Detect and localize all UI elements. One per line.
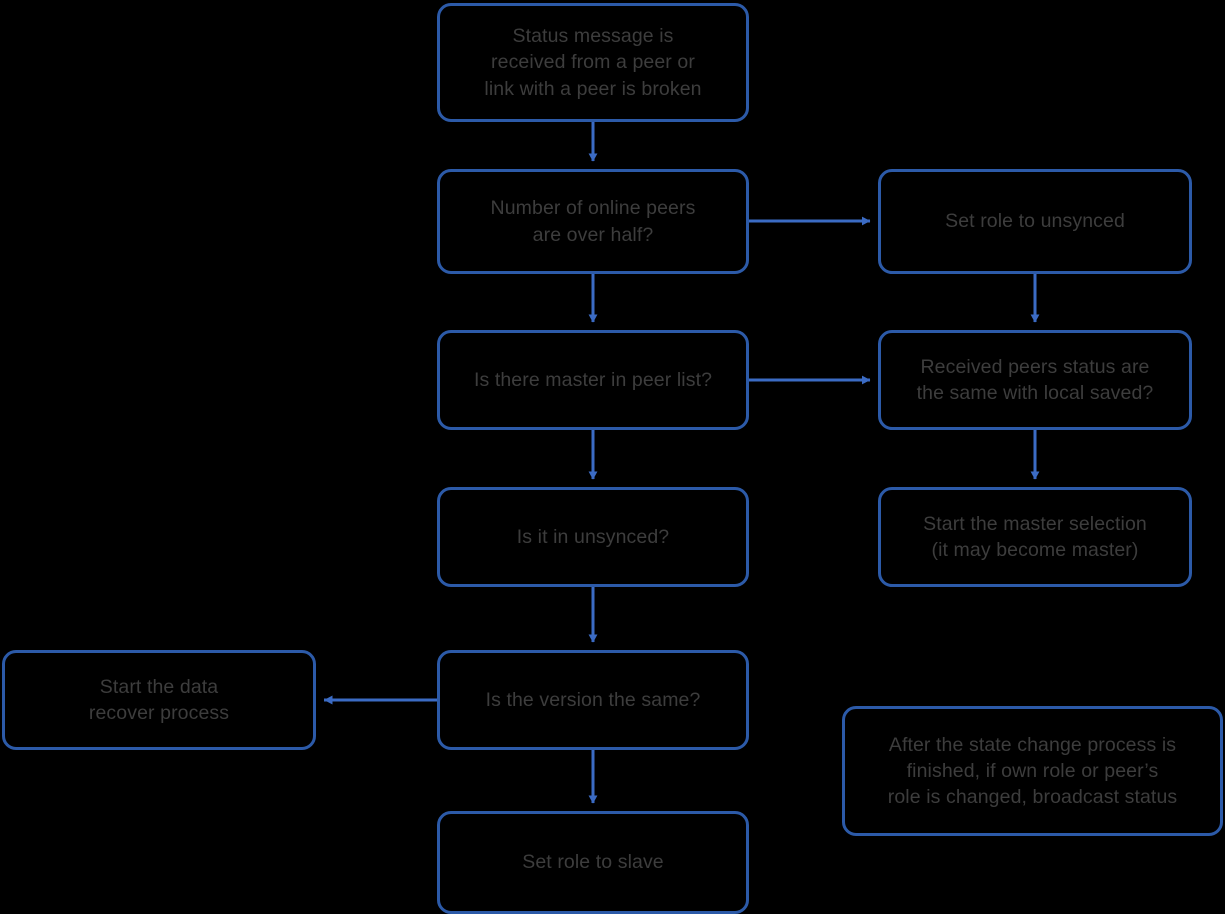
node-master-in-peer-list[interactable]: Is there master in peer list?	[437, 330, 749, 430]
node-start-data-recover[interactable]: Start the data recover process	[2, 650, 316, 750]
node-is-version-the-same[interactable]: Is the version the same?	[437, 650, 749, 750]
node-start-master-selection[interactable]: Start the master selection (it may becom…	[878, 487, 1192, 587]
node-status-message-received[interactable]: Status message is received from a peer o…	[437, 3, 749, 122]
node-is-it-in-unsynced[interactable]: Is it in unsynced?	[437, 487, 749, 587]
node-received-peers-status-same[interactable]: Received peers status are the same with …	[878, 330, 1192, 430]
node-set-role-to-unsynced[interactable]: Set role to unsynced	[878, 169, 1192, 274]
node-broadcast-status-note[interactable]: After the state change process is finish…	[842, 706, 1223, 836]
node-set-role-to-slave[interactable]: Set role to slave	[437, 811, 749, 914]
node-online-peers-over-half[interactable]: Number of online peers are over half?	[437, 169, 749, 274]
